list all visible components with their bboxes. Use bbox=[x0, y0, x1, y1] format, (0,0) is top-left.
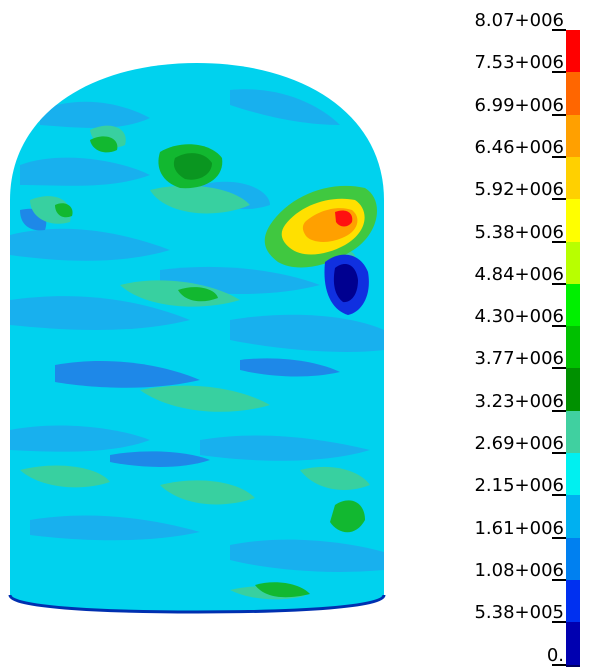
legend-label: 1.61+006 bbox=[474, 517, 564, 539]
contour-band bbox=[173, 153, 212, 180]
dome-body bbox=[10, 63, 384, 612]
contour-band bbox=[300, 466, 370, 490]
contour-band bbox=[230, 89, 340, 125]
legend-tick bbox=[552, 198, 566, 201]
legend-swatch bbox=[566, 72, 580, 116]
legend-label: 5.92+006 bbox=[474, 179, 564, 201]
legend-label: 4.30+006 bbox=[474, 306, 564, 328]
contour-band bbox=[30, 196, 71, 224]
legend-swatch bbox=[566, 30, 580, 74]
contour-band bbox=[240, 358, 340, 377]
contour-band bbox=[255, 582, 310, 598]
contour-band bbox=[178, 287, 218, 302]
contour-band bbox=[20, 465, 110, 488]
contour-band bbox=[230, 314, 384, 352]
legend-label: 4.84+006 bbox=[474, 263, 564, 285]
legend-swatch bbox=[566, 326, 580, 370]
legend-swatch bbox=[566, 453, 580, 497]
legend-label: 3.77+006 bbox=[474, 348, 564, 370]
legend-tick bbox=[552, 155, 566, 158]
legend-swatch bbox=[566, 241, 580, 285]
legend-swatch bbox=[566, 495, 580, 539]
legend-tick bbox=[552, 240, 566, 243]
contour-band bbox=[90, 136, 118, 153]
legend-swatch bbox=[566, 156, 580, 201]
contour-band bbox=[30, 515, 200, 541]
legend-swatch bbox=[566, 283, 580, 328]
contour-band bbox=[150, 185, 250, 214]
contour-band bbox=[20, 157, 150, 186]
legend-swatch bbox=[566, 199, 580, 243]
legend-tick bbox=[552, 409, 566, 412]
contour-band bbox=[10, 228, 170, 261]
contour-bands bbox=[10, 89, 384, 600]
base-rim bbox=[8, 594, 386, 614]
legend-tick bbox=[552, 367, 566, 370]
legend-label: 3.23+006 bbox=[474, 390, 564, 412]
legend-tick bbox=[552, 536, 566, 539]
contour-band bbox=[330, 500, 365, 533]
legend-label: 5.38+006 bbox=[474, 221, 564, 243]
contour-band bbox=[10, 425, 150, 452]
contour-band bbox=[110, 451, 210, 467]
legend-swatch bbox=[566, 537, 580, 581]
legend-swatch bbox=[566, 622, 580, 666]
legend-label: 6.99+006 bbox=[474, 94, 564, 116]
contour-band bbox=[333, 264, 358, 303]
legend-tick bbox=[552, 325, 566, 328]
contour-band bbox=[335, 210, 353, 227]
contour-band bbox=[55, 360, 200, 388]
legend-tick bbox=[552, 71, 566, 74]
legend-tick bbox=[552, 578, 566, 581]
legend-tick bbox=[552, 113, 566, 116]
legend-label: 0. bbox=[546, 644, 564, 666]
contour-band bbox=[10, 296, 190, 330]
legend-swatch bbox=[566, 664, 580, 667]
legend-label: 2.15+006 bbox=[474, 475, 564, 497]
contour-band bbox=[200, 435, 370, 461]
legend-label: 5.38+005 bbox=[474, 602, 564, 624]
legend-swatch bbox=[566, 410, 580, 454]
contour-band bbox=[160, 480, 255, 505]
legend-tick bbox=[552, 29, 566, 31]
legend-swatch bbox=[566, 579, 580, 624]
legend-swatch bbox=[566, 114, 580, 158]
legend-label: 8.07+006 bbox=[474, 10, 564, 31]
legend-swatch bbox=[566, 368, 580, 412]
contour-band bbox=[140, 385, 270, 412]
legend-tick bbox=[552, 621, 566, 624]
legend-tick bbox=[552, 494, 566, 497]
legend-tick bbox=[552, 663, 566, 666]
legend-label: 2.69+006 bbox=[474, 433, 564, 454]
contour-band bbox=[230, 539, 384, 572]
legend-label: 6.46+006 bbox=[474, 136, 564, 158]
legend-tick bbox=[552, 282, 566, 285]
legend-label: 7.53+006 bbox=[474, 52, 564, 74]
contour-band bbox=[55, 203, 73, 218]
legend-tick bbox=[552, 452, 566, 454]
legend-label: 1.08+006 bbox=[474, 559, 564, 581]
contour-band bbox=[40, 101, 150, 128]
